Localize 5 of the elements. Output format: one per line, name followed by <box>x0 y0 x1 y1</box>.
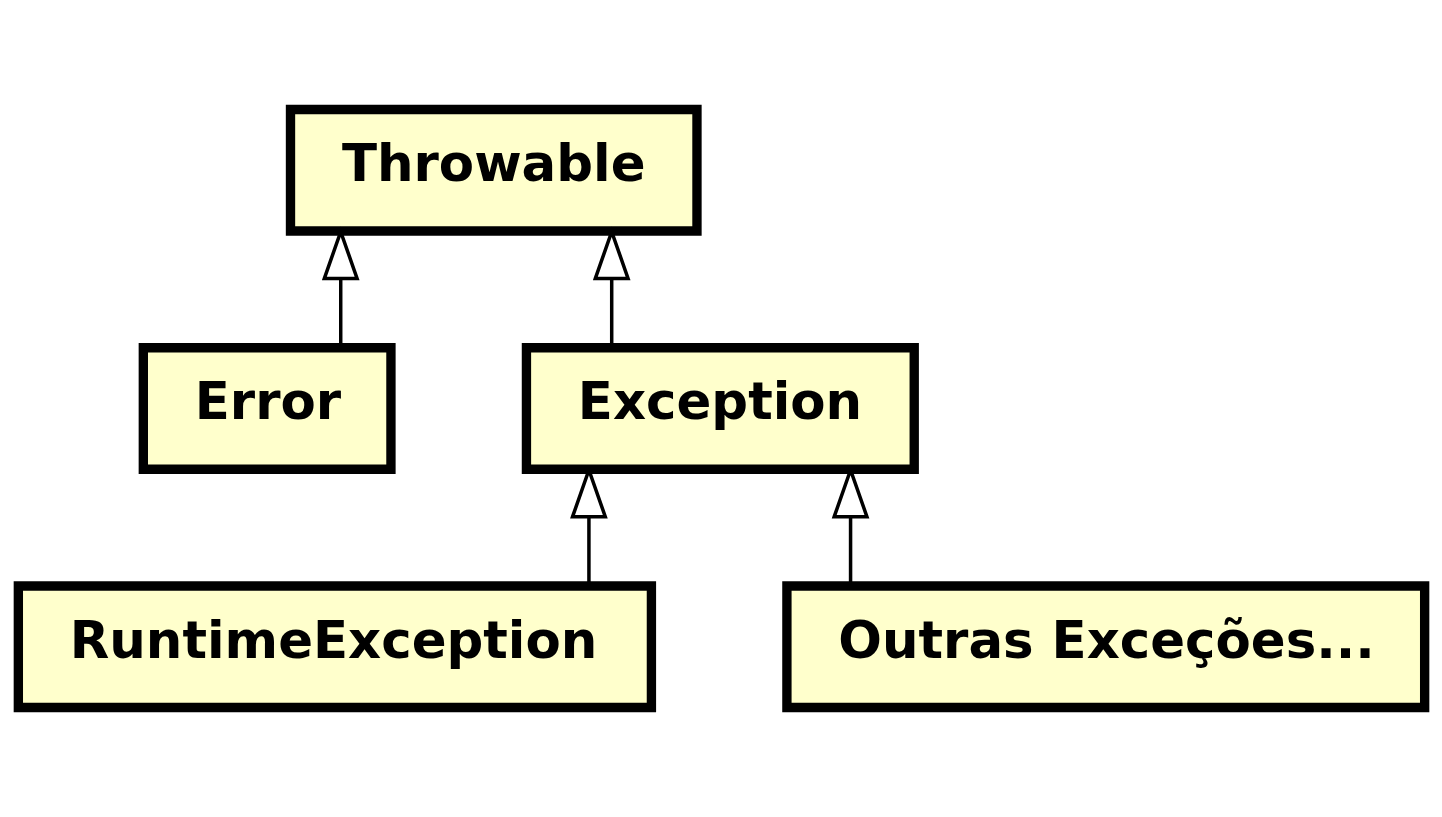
node-box: Outras Exceções... <box>781 581 1429 713</box>
node-box: Throwable <box>285 104 702 236</box>
node-box: Error <box>138 343 396 474</box>
node-box: Exception <box>521 343 919 474</box>
node-box: RuntimeException <box>13 581 656 713</box>
